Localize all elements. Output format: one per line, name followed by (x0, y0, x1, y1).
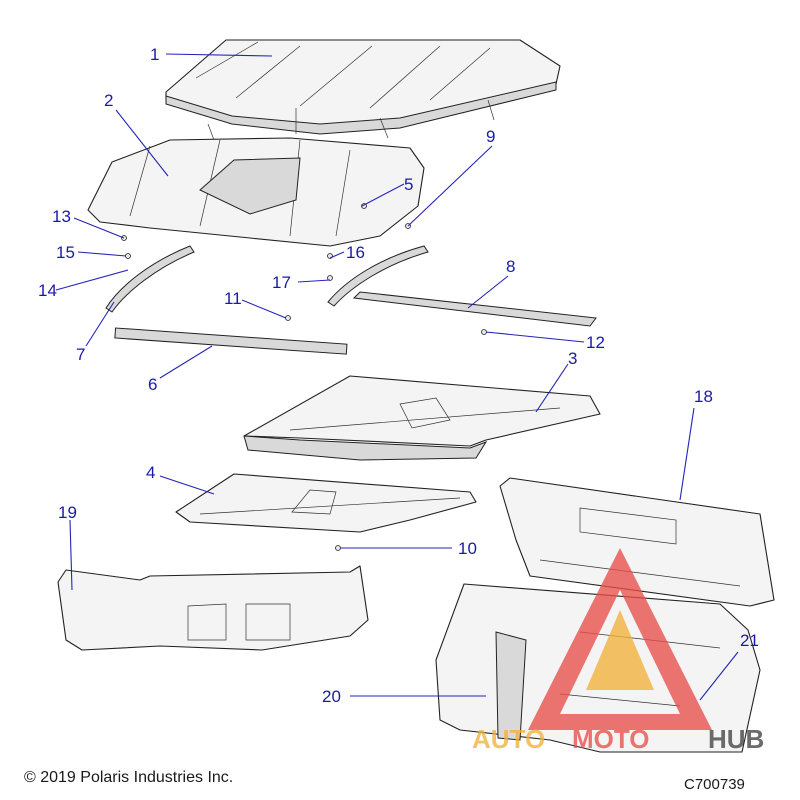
fastener (335, 545, 341, 551)
watermark-logo: AUTO MOTO HUB (472, 548, 764, 754)
fastener (125, 253, 131, 259)
callout-11: 11 (224, 289, 242, 308)
front-trim-bar (114, 327, 348, 355)
callout-12: 12 (586, 333, 605, 352)
copyright-notice: © 2019 Polaris Industries Inc. (24, 769, 234, 786)
right-side-trim (327, 245, 429, 307)
lower-tray (175, 473, 477, 533)
rear-strap (352, 291, 597, 327)
callout-18: 18 (694, 387, 713, 406)
callout-14: 14 (38, 281, 57, 300)
figure-code: C700739 (684, 776, 745, 793)
watermark-text-moto: MOTO (572, 724, 650, 754)
callout-labels: 1 2 3 4 5 6 7 8 9 10 11 12 13 14 15 16 1… (38, 45, 759, 706)
callout-5: 5 (404, 175, 413, 194)
callout-9: 9 (486, 127, 495, 146)
callout-20: 20 (322, 687, 341, 706)
dash-frame (57, 565, 369, 651)
watermark-text-auto: AUTO (472, 724, 545, 754)
leader-lines (55, 53, 739, 701)
watermark-text-hub: HUB (708, 724, 764, 754)
callout-21: 21 (740, 631, 759, 650)
callout-17: 17 (272, 273, 291, 292)
watermark-triangle (528, 548, 712, 730)
callout-2: 2 (104, 91, 113, 110)
callout-13: 13 (52, 207, 71, 226)
callout-10: 10 (458, 539, 477, 558)
callout-6: 6 (148, 375, 157, 394)
liner-tray (243, 375, 601, 461)
fastener (285, 315, 291, 321)
callout-7: 7 (76, 345, 85, 364)
rear-panel (499, 477, 775, 607)
left-side-trim (105, 245, 195, 313)
fastener (481, 329, 487, 335)
watermark-inner-triangle (586, 610, 654, 690)
callout-19: 19 (58, 503, 77, 522)
callout-4: 4 (146, 463, 155, 482)
headliner-shell (87, 137, 425, 247)
roof-panel (165, 39, 561, 141)
callout-8: 8 (506, 257, 515, 276)
callout-15: 15 (56, 243, 75, 262)
callout-1: 1 (150, 45, 159, 64)
callout-3: 3 (568, 349, 577, 368)
callout-16: 16 (346, 243, 365, 262)
